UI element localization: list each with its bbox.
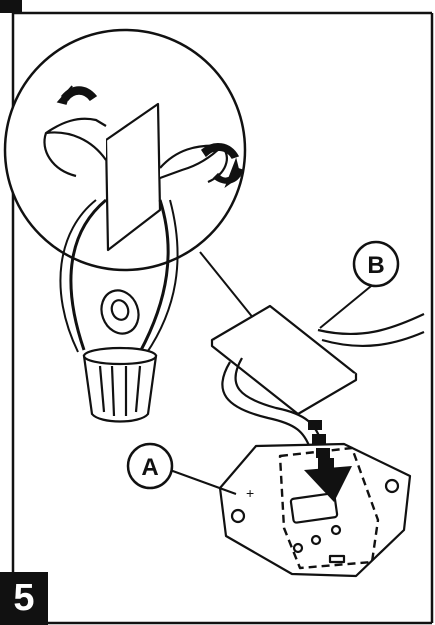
header-tab <box>0 0 22 13</box>
callout-b: B <box>354 242 398 286</box>
trash-bin-icon <box>84 285 156 421</box>
callout-b-label: B <box>367 252 384 279</box>
callout-a: A <box>128 444 236 494</box>
adhesive-pad-b <box>212 306 356 414</box>
svg-text:+: + <box>246 485 254 501</box>
step-number-badge: 5 <box>0 572 48 625</box>
callout-a-label: A <box>141 454 158 481</box>
mounting-plate-a: + <box>220 444 410 576</box>
